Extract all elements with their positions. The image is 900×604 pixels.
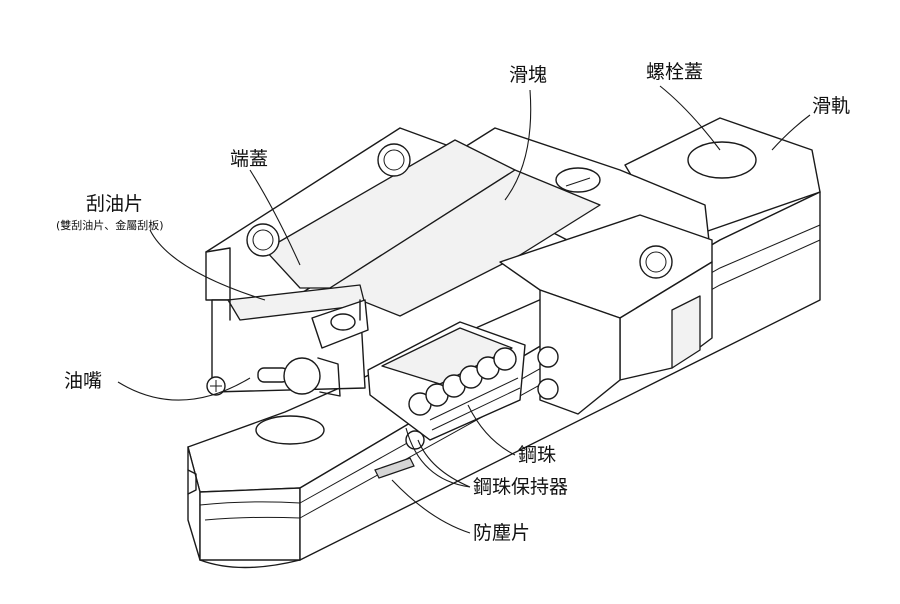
label-bolt-cap: 螺栓蓋 xyxy=(646,61,704,83)
label-wiper: 刮油片 xyxy=(86,193,144,215)
grease-nipple xyxy=(206,357,341,397)
leader-lines xyxy=(117,85,811,534)
label-wiper-note: (雙刮油片、金屬刮板) xyxy=(56,219,164,232)
label-ball-retainer: 鋼珠保持器 xyxy=(473,476,569,498)
steel-balls xyxy=(405,347,517,450)
dust-strip xyxy=(374,457,415,479)
label-steel-ball: 鋼珠 xyxy=(518,444,557,466)
label-slider: 滑塊 xyxy=(509,64,548,86)
label-end-cap: 端蓋 xyxy=(230,148,269,170)
slider-block xyxy=(205,127,713,415)
label-dust-strip: 防塵片 xyxy=(473,522,531,544)
end-cap xyxy=(205,247,369,393)
label-rail: 滑軌 xyxy=(812,95,851,117)
label-grease-nipple: 油嘴 xyxy=(64,370,103,392)
